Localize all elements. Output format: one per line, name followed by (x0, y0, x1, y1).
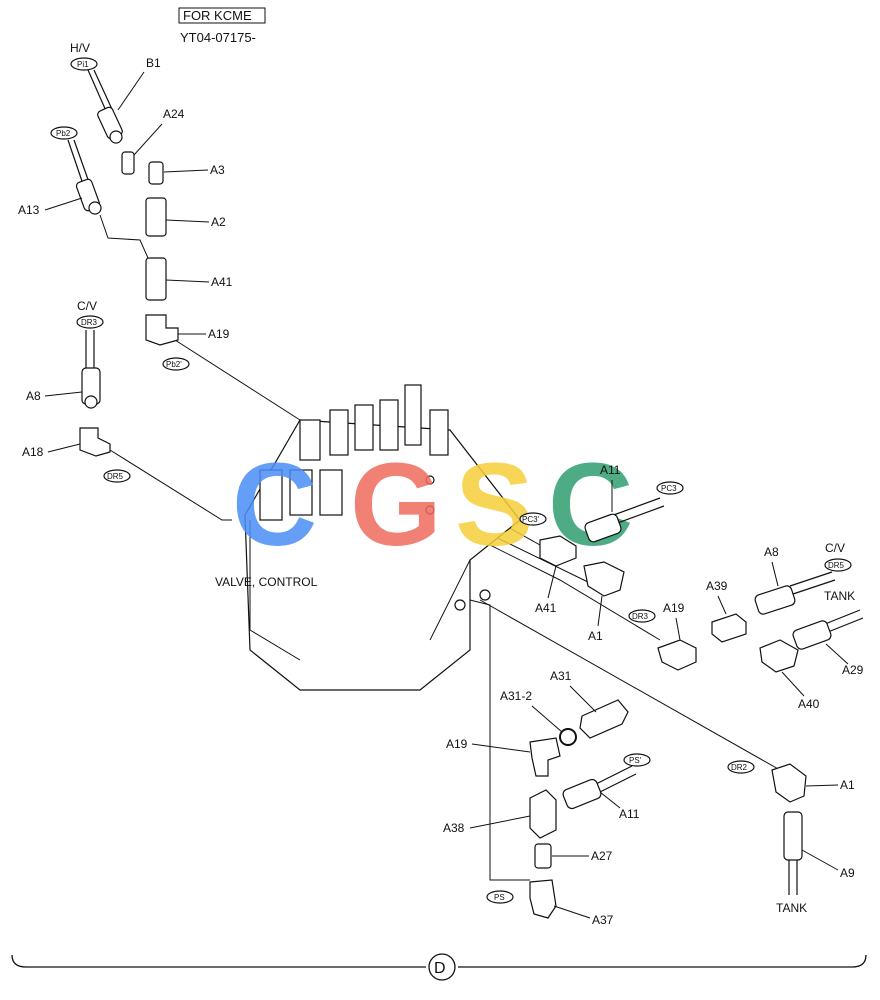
hose-a8-left (85, 330, 95, 370)
part-label-a38: A38 (443, 821, 465, 835)
fitting-a37 (529, 879, 557, 919)
part-label-a8-right: A8 (764, 545, 779, 559)
part-label-a41-mid: A41 (535, 601, 557, 615)
watermark-letter-c1: C (232, 439, 317, 571)
part-label-a13: A13 (18, 203, 40, 217)
fitting-a19-top (145, 314, 179, 346)
fitting-a1-mid (583, 561, 625, 597)
fitting-a2 (145, 197, 167, 237)
part-label-a18: A18 (22, 445, 44, 459)
hv-label: H/V (70, 41, 90, 55)
fitting-a31 (579, 699, 629, 739)
serial-number: YT04-07175- (180, 30, 256, 45)
fitting-a27 (534, 843, 552, 869)
cv-right-label: C/V (825, 541, 845, 555)
fitting-a19-bottom (529, 737, 561, 777)
part-label-a11-top: A11 (600, 463, 621, 477)
part-label-a40: A40 (798, 697, 820, 711)
part-label-a2: A2 (211, 215, 226, 229)
control-valve-label: VALVE, CONTROL (215, 575, 318, 589)
part-label-a19-bottom: A19 (446, 737, 468, 751)
part-label-a1-mid: A1 (588, 629, 603, 643)
port-tag-ps-prime: PS' (629, 756, 642, 765)
port-tag-dr3-mid: DR3 (632, 612, 649, 621)
part-label-a8-left: A8 (26, 389, 41, 403)
part-label-a27: A27 (591, 849, 613, 863)
watermark-letter-s: S (455, 439, 534, 571)
watermark-logo: C G S C (232, 439, 633, 571)
fitting-a19-mid (657, 639, 697, 671)
watermark-letter-g: G (350, 439, 442, 571)
port-tag-dr5-left: DR5 (107, 472, 124, 481)
port-tag-pc3-prime: PC3' (522, 515, 540, 524)
fitting-a1-right (771, 763, 807, 803)
fitting-a38 (529, 789, 557, 839)
section-marker-circle (428, 953, 456, 981)
part-label-b1: B1 (146, 56, 161, 70)
part-label-a29: A29 (842, 663, 864, 677)
part-label-a31: A31 (550, 669, 572, 683)
port-tag-dr5-right: DR5 (828, 561, 845, 570)
fitting-a39 (711, 613, 747, 643)
fitting-a41-top (145, 257, 167, 301)
hose-a9 (788, 860, 798, 895)
part-label-a24: A24 (163, 107, 185, 121)
part-label-a19-mid: A19 (663, 601, 685, 615)
port-tag-pi1: Pi1 (77, 60, 89, 69)
port-tag-pc3: PC3 (661, 484, 677, 493)
part-label-a1-right: A1 (840, 778, 855, 792)
cv-left-label: C/V (77, 299, 97, 313)
part-label-a3: A3 (210, 163, 225, 177)
section-marker-label: D (434, 960, 446, 977)
fitting-a3 (148, 161, 164, 185)
part-label-a37: A37 (592, 913, 614, 927)
fitting-a41-mid (539, 535, 577, 567)
port-tag-ps: PS (494, 893, 505, 902)
fitting-a24 (121, 151, 135, 175)
port-tag-pb2-prime: Pb2' (166, 360, 182, 369)
oring-a31-2 (559, 728, 577, 746)
fitting-a40 (759, 639, 799, 673)
fitting-a18 (79, 427, 111, 457)
section-bracket (11, 954, 867, 968)
part-label-a41-top: A41 (211, 275, 233, 289)
part-label-a31-2: A31-2 (500, 689, 532, 703)
port-tag-dr2: DR2 (731, 763, 748, 772)
for-kcme-label: FOR KCME (183, 8, 252, 23)
hose-a11-bottom (591, 765, 637, 795)
part-label-a11-bottom: A11 (619, 807, 640, 821)
hose-a8-right (789, 571, 836, 595)
part-label-a9: A9 (840, 866, 855, 880)
part-label-a19-top: A19 (208, 327, 230, 341)
tank-bottom-label: TANK (776, 901, 807, 915)
port-tag-pb2: Pb2 (56, 129, 71, 138)
tank-right-label: TANK (824, 589, 855, 603)
part-label-a39: A39 (706, 579, 728, 593)
control-valve-body (244, 384, 521, 691)
fitting-a9 (783, 811, 803, 861)
port-tag-dr3-left: DR3 (81, 318, 98, 327)
for-kcme-box (178, 7, 266, 24)
